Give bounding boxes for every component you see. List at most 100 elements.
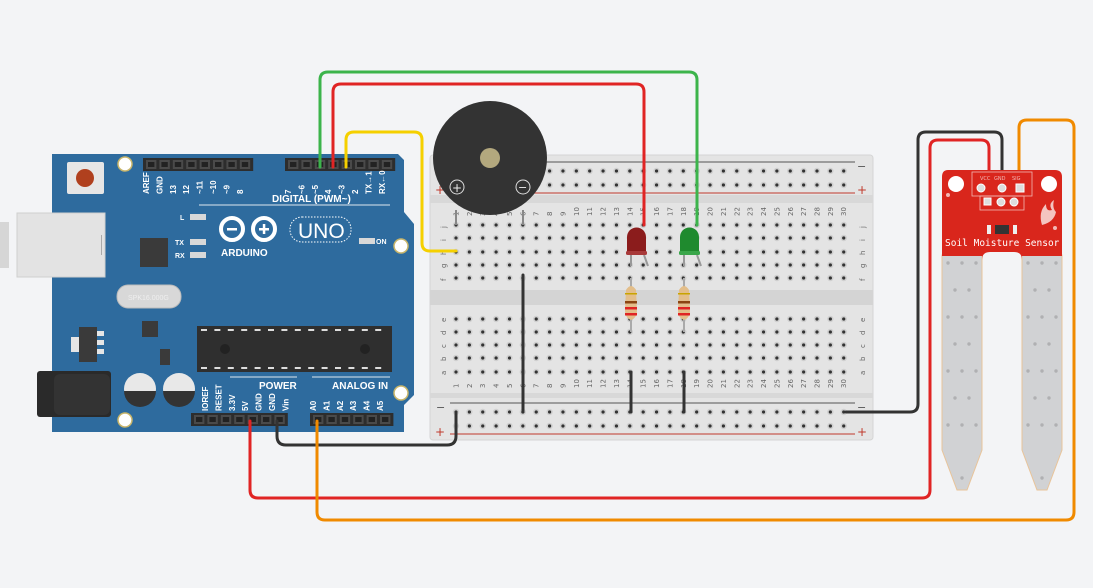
column-number: 7 bbox=[533, 384, 541, 388]
wire-green-pin5-led[interactable] bbox=[318, 70, 699, 227]
column-number: 25 bbox=[773, 379, 781, 388]
pin-label: GND bbox=[155, 176, 164, 194]
red-led[interactable] bbox=[626, 227, 649, 267]
wire-orange-a0-sensor[interactable] bbox=[315, 118, 1076, 522]
piezo-buzzer[interactable]: + − bbox=[433, 101, 547, 225]
column-number: 2 bbox=[466, 384, 474, 388]
digital-header-label: DIGITAL (PWM~) bbox=[272, 194, 351, 205]
wire-black-gnd-rail[interactable] bbox=[275, 411, 458, 447]
transistor bbox=[160, 349, 170, 365]
header-socket bbox=[315, 417, 322, 422]
led-on bbox=[359, 238, 375, 244]
arduino-brand: ARDUINO bbox=[221, 248, 268, 259]
green-led[interactable] bbox=[679, 227, 702, 267]
column-number: 12 bbox=[600, 379, 608, 388]
pin-label: A3 bbox=[349, 400, 358, 411]
sensor-pin-vcc[interactable] bbox=[976, 183, 986, 193]
resistor-2[interactable] bbox=[678, 278, 690, 332]
voltage-regulator bbox=[79, 327, 97, 362]
pin-label: AREF bbox=[142, 172, 151, 194]
chip-pin bbox=[241, 367, 248, 369]
header-socket bbox=[341, 417, 349, 422]
column-number: 4 bbox=[493, 383, 501, 388]
header-socket bbox=[196, 417, 203, 422]
sensor-pin-gnd-label: GND bbox=[994, 176, 1006, 182]
chip-pin bbox=[335, 367, 341, 369]
header-socket bbox=[215, 162, 222, 167]
header-socket bbox=[383, 162, 391, 167]
pin-label: IOREF bbox=[201, 386, 210, 411]
pin-label: A4 bbox=[363, 400, 372, 411]
probe-dot bbox=[974, 315, 978, 319]
pin-label: A5 bbox=[376, 400, 385, 411]
chip-pin bbox=[227, 367, 234, 369]
pin-label: GND bbox=[255, 393, 264, 411]
column-number: 23 bbox=[747, 207, 755, 216]
row-label: f bbox=[440, 278, 448, 281]
buzzer-plus-label: + bbox=[452, 181, 462, 195]
crystal bbox=[116, 284, 182, 309]
chip-pin bbox=[321, 329, 328, 331]
led-rx bbox=[190, 252, 206, 258]
column-number: 10 bbox=[573, 207, 581, 216]
probe-dot bbox=[1054, 369, 1058, 373]
row-label: h bbox=[859, 251, 867, 255]
row-label: d bbox=[859, 331, 867, 335]
chip-pin bbox=[294, 329, 301, 331]
pin-label: ~3 bbox=[338, 184, 347, 194]
soil-moisture-sensor[interactable]: VCC GND SIG Soil Moisture Sensor bbox=[941, 170, 1063, 491]
chip-pin bbox=[201, 367, 207, 369]
column-number: 15 bbox=[640, 379, 648, 388]
probe-dot bbox=[1040, 261, 1044, 265]
breadboard[interactable]: − + + − − + + 11223344556677889910101111… bbox=[429, 154, 874, 441]
column-number: 19 bbox=[693, 379, 701, 388]
wire-black-gnd-sensor[interactable] bbox=[844, 130, 1004, 414]
row-label: d bbox=[440, 331, 448, 335]
probe-dot bbox=[960, 476, 964, 480]
header-socket bbox=[355, 417, 362, 422]
probe-dot bbox=[967, 288, 971, 292]
column-number: 14 bbox=[626, 207, 634, 216]
wire-red-pin4-led[interactable] bbox=[331, 82, 646, 227]
chip-pin bbox=[201, 329, 207, 331]
chip-pin bbox=[254, 367, 261, 369]
sensor-title: Soil Moisture Sensor bbox=[945, 238, 1060, 249]
pin-label: 4 bbox=[324, 189, 333, 194]
chip-pin bbox=[281, 367, 288, 369]
column-number: 16 bbox=[653, 379, 661, 388]
row-label: e bbox=[859, 318, 867, 322]
pin-label: ~9 bbox=[222, 184, 231, 194]
row-label: b bbox=[440, 356, 448, 361]
sensor-pin-gnd[interactable] bbox=[997, 183, 1007, 193]
probe-dot bbox=[1054, 315, 1058, 319]
header-strip bbox=[143, 158, 254, 171]
reset-button-cap[interactable] bbox=[76, 169, 94, 187]
column-number: 5 bbox=[506, 384, 514, 388]
header-socket bbox=[241, 162, 249, 167]
column-number: 20 bbox=[707, 379, 715, 388]
probe-dot bbox=[1033, 288, 1037, 292]
sensor-transistor bbox=[995, 225, 1009, 234]
rail-plus-label: + bbox=[435, 425, 445, 439]
pin-label: 2 bbox=[351, 189, 360, 194]
column-number: 22 bbox=[733, 379, 741, 388]
header-strip bbox=[285, 158, 396, 171]
probe-dot bbox=[1054, 423, 1058, 427]
column-number: 7 bbox=[533, 212, 541, 216]
header-socket bbox=[161, 162, 168, 167]
resistor-1[interactable] bbox=[625, 278, 637, 332]
header-socket bbox=[357, 162, 364, 167]
probe-dot bbox=[1047, 396, 1051, 400]
digital-header-left bbox=[143, 158, 254, 171]
rail-minus-label: − bbox=[436, 401, 445, 414]
pin-label: 13 bbox=[169, 185, 178, 194]
wire-yellow-pin3-buzzer[interactable] bbox=[344, 130, 458, 253]
wire-red-5v-sensor[interactable] bbox=[248, 138, 991, 500]
sensor-pin-sig[interactable] bbox=[1015, 183, 1025, 193]
chip-pin bbox=[348, 329, 355, 331]
probe-dot bbox=[960, 315, 964, 319]
column-number: 13 bbox=[613, 379, 621, 388]
